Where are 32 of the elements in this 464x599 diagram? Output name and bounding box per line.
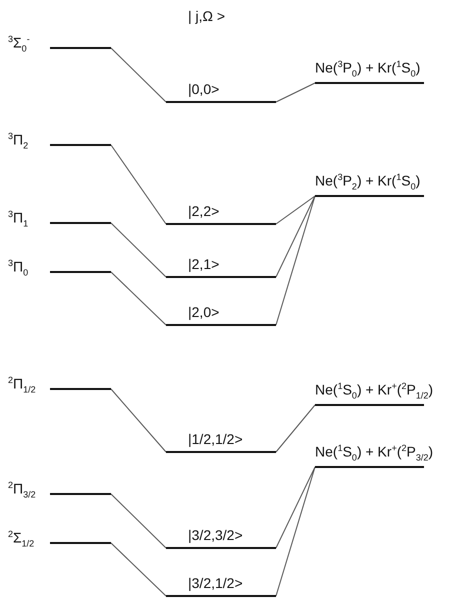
- state-label: |2,2>: [188, 203, 220, 219]
- correlation-line: [276, 196, 316, 278]
- correlation-line: [110, 494, 166, 548]
- term-label: $^{2}$Π$_{1/2}$: [8, 374, 36, 396]
- correlation-line: [110, 542, 166, 596]
- column-heading: | j,Ω >: [188, 8, 226, 24]
- correlation-line: [110, 222, 166, 278]
- state-label: |2,0>: [188, 304, 220, 320]
- state-label: |3/2,1/2>: [188, 575, 243, 591]
- state-label: |3/2,3/2>: [188, 527, 243, 543]
- correlation-line: [110, 388, 166, 452]
- term-label: Ne($^{1}$S$_{0}$) + Kr$^{+}$($^{2}$P$_{3/2}$): [315, 442, 434, 464]
- correlation-line: [276, 466, 316, 596]
- correlation-line: [110, 144, 166, 224]
- term-label: Ne($^{1}$S$_{0}$) + Kr$^{+}$($^{2}$P$_{1/2}$): [315, 380, 434, 402]
- correlation-line: [276, 196, 316, 224]
- state-label: |0,0>: [188, 81, 220, 97]
- state-label: |2,1>: [188, 256, 220, 272]
- term-label: $^{2}$Σ$_{1/2}$: [8, 528, 34, 550]
- state-label: |1/2,1/2>: [188, 431, 243, 447]
- term-label: Ne($^{3}$P$_{2}$) + Kr($^{1}$S$_{0}$): [315, 171, 420, 194]
- term-label: $^{3}$Π$_{1}$: [8, 208, 28, 230]
- correlation-line: [276, 404, 316, 452]
- term-label: $^{3}$Π$_{0}$: [8, 257, 28, 280]
- term-label: Ne($^{3}$P$_{0}$) + Kr($^{1}$S$_{0}$): [315, 58, 420, 80]
- correlation-line: [110, 48, 166, 102]
- correlation-line: [276, 196, 316, 326]
- correlation-line: [110, 272, 166, 326]
- correlation-line: [276, 82, 316, 102]
- term-label: $^{3}$Π$_{2}$: [8, 130, 28, 152]
- term-label: $^{2}$Π$_{3/2}$: [8, 479, 36, 502]
- correlation-line: [276, 466, 316, 548]
